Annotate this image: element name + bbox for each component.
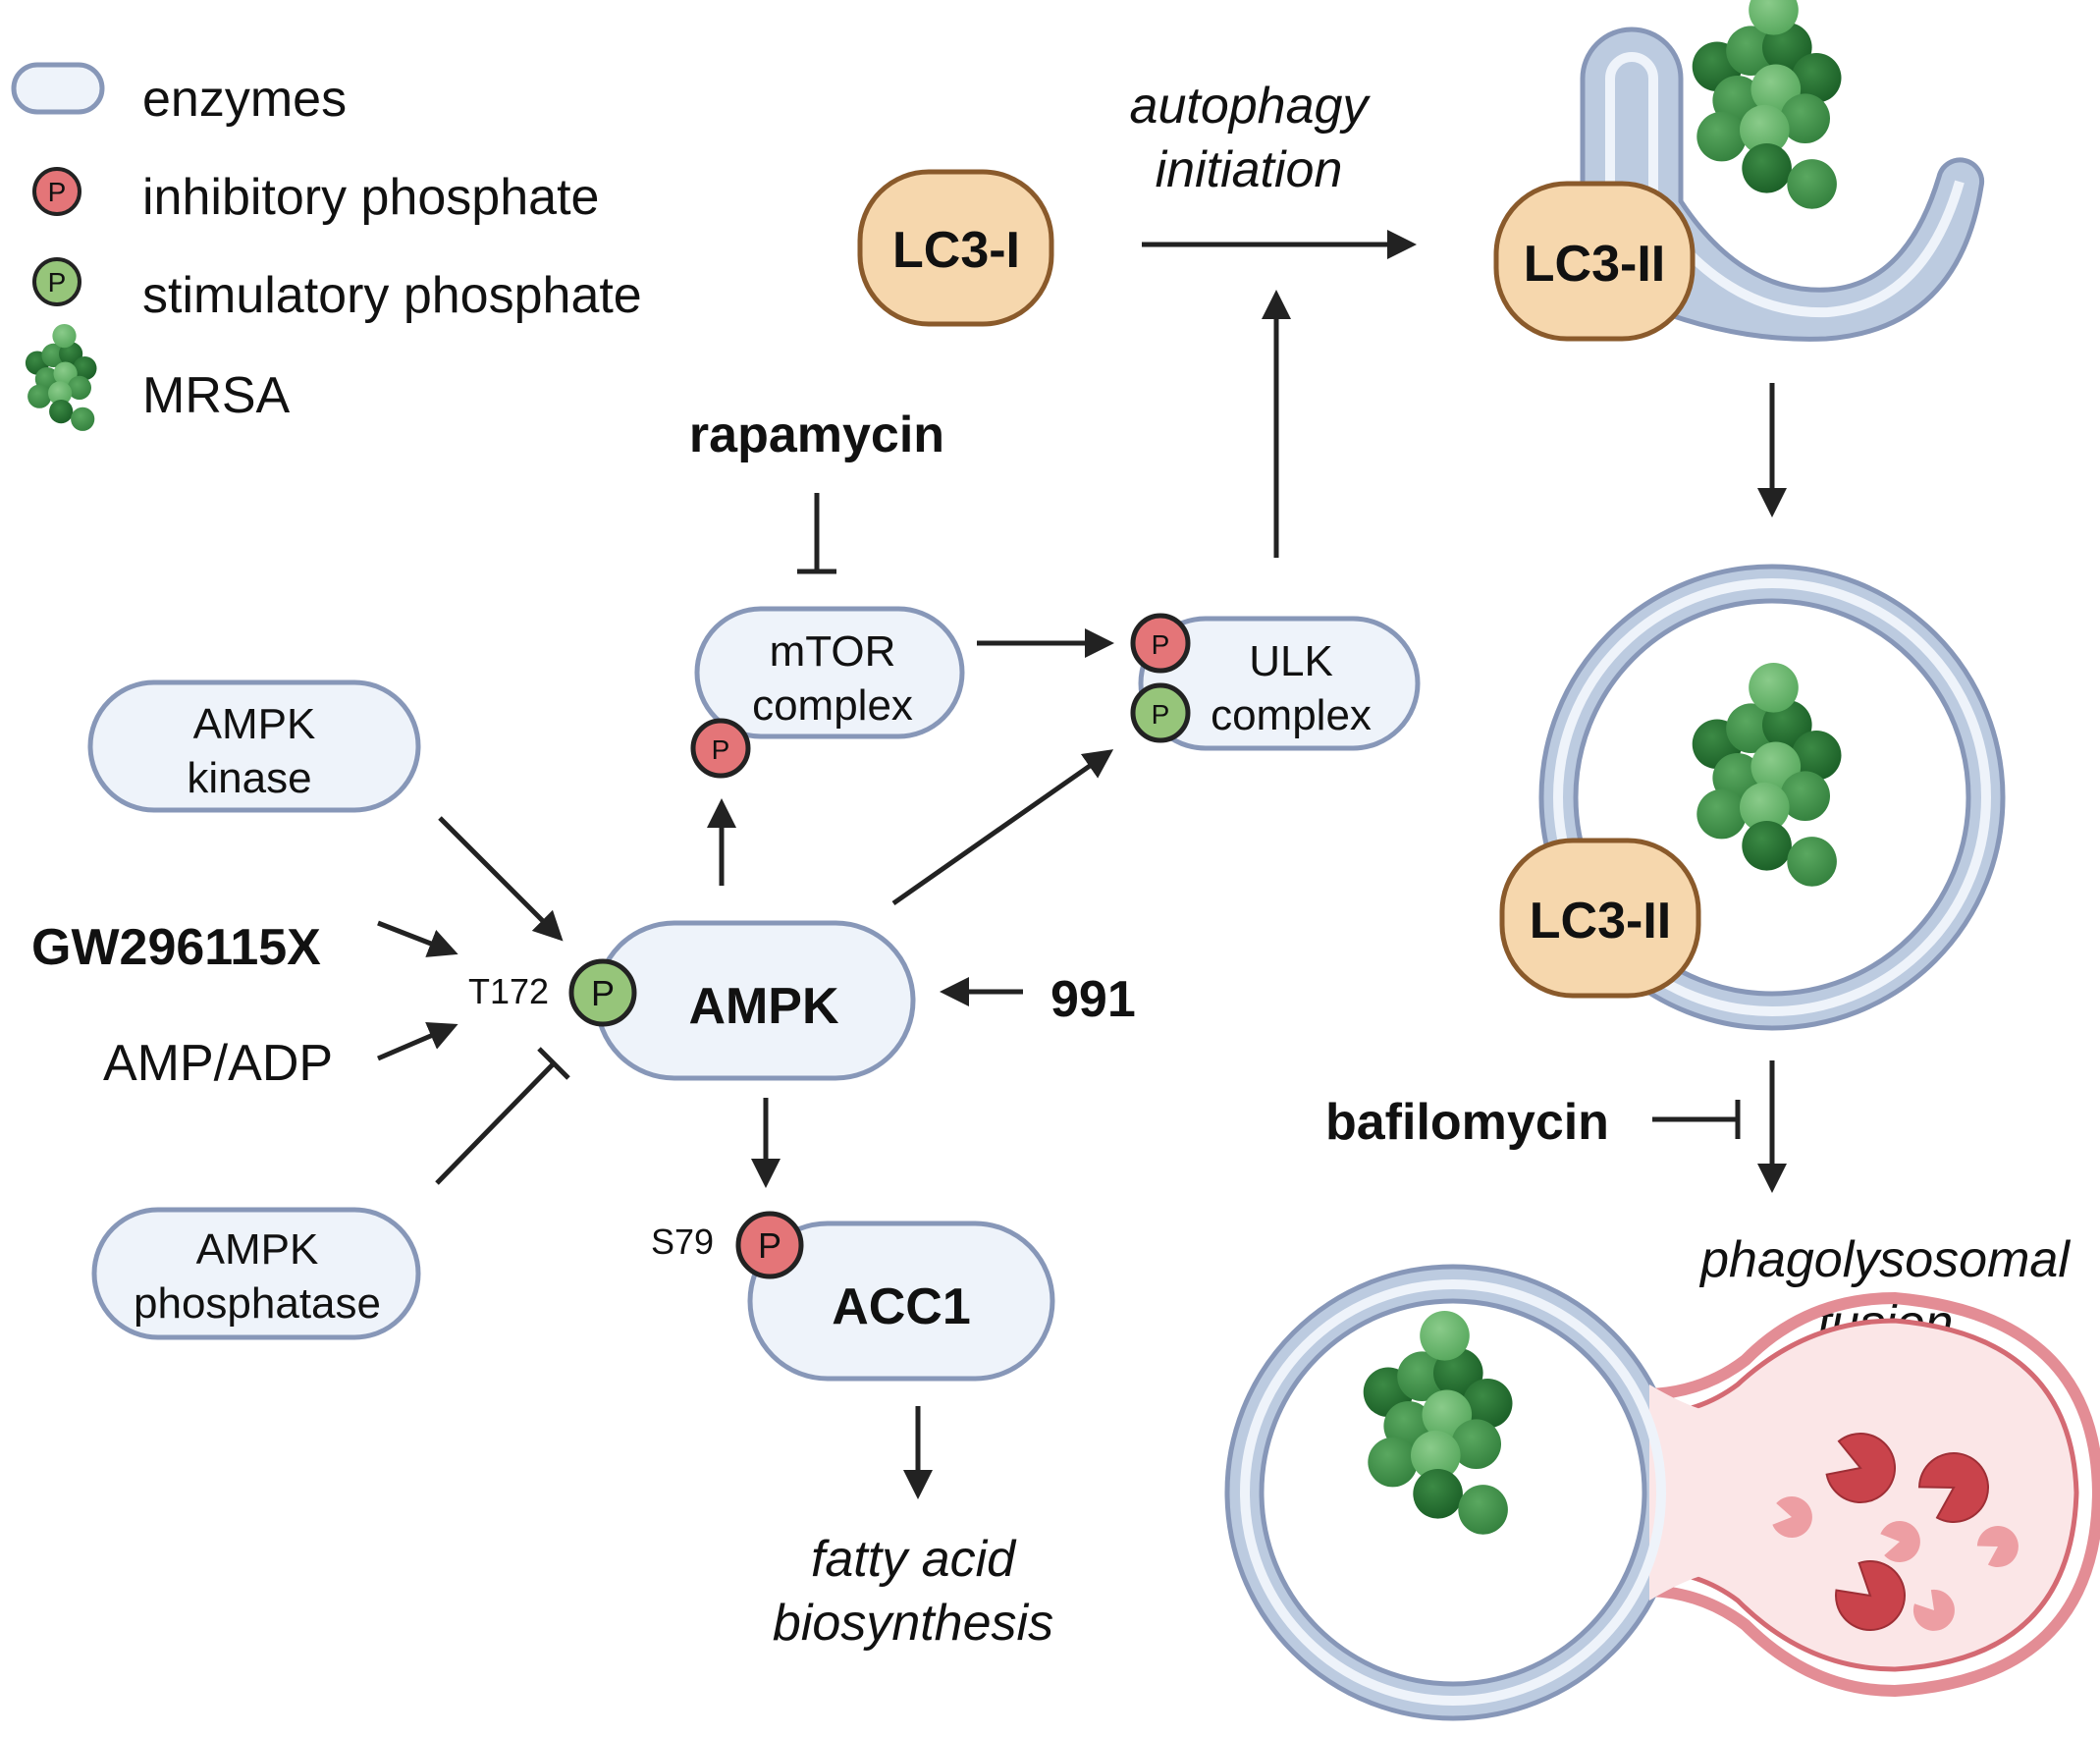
lc3-ii-mid-label: LC3-II <box>1530 893 1671 950</box>
legend: enzymes P inhibitory phosphate P stimula… <box>11 62 642 431</box>
amp-adp-label: AMP/ADP <box>103 1035 333 1092</box>
lc3-ii-top-node: LC3-II <box>1493 181 1696 342</box>
fatty-acid-label-1: fatty acid <box>811 1531 1017 1588</box>
arrows <box>377 230 1787 1499</box>
legend-enzyme-swatch <box>11 62 105 115</box>
arrow-ampk-to-ulk <box>891 749 1114 906</box>
phagolysosome <box>1224 1264 2100 1721</box>
ampk-kinase-label-2: kinase <box>187 754 311 802</box>
lc3-ii-mid-node: LC3-II <box>1499 838 1701 999</box>
ampk-label: AMPK <box>688 978 839 1035</box>
legend-inhibitory-label: inhibitory phosphate <box>142 169 599 226</box>
acc1-inhibitory-phosphate-icon <box>735 1211 804 1279</box>
ulk-complex-node: ULK complex P P <box>1130 613 1421 751</box>
mtor-label-2: complex <box>752 681 913 730</box>
ampk-stimulatory-phosphate-icon <box>568 958 637 1027</box>
acc1-phosphate-letter: P <box>758 1225 781 1266</box>
ampk-phosphatase-label-1: AMPK <box>196 1225 319 1274</box>
legend-inhibitory-phosphate-icon <box>32 167 81 216</box>
arrow-kinase-to-ampk <box>438 816 564 942</box>
acc1-node: ACC1 P S79 <box>651 1211 1055 1382</box>
mtor-phosphate-letter: P <box>712 734 730 765</box>
phagolysosomal-fusion-label-1: phagolysosomal <box>1698 1231 2071 1288</box>
inhibit-phosphatase-bar <box>537 1047 570 1080</box>
ulk-inhibitory-phosphate-letter: P <box>1152 629 1170 660</box>
arrow-gw-to-ampk <box>377 920 458 957</box>
ampk-kinase-label-1: AMPK <box>193 700 316 748</box>
ampk-kinase-node: AMPK kinase <box>87 679 421 813</box>
compound-991-label: 991 <box>1050 971 1136 1028</box>
legend-stimulatory-label: stimulatory phosphate <box>142 267 642 324</box>
s79-site-label: S79 <box>651 1221 714 1262</box>
ampk-phosphatase-node: AMPK phosphatase <box>91 1207 421 1340</box>
inhibit-phosphatase-to-ampk <box>435 1061 556 1185</box>
ulk-label-1: ULK <box>1249 637 1333 685</box>
autophagy-initiation-label-1: autophagy <box>1130 78 1372 135</box>
fatty-acid-label-2: biosynthesis <box>773 1595 1053 1652</box>
rapamycin-label: rapamycin <box>689 407 944 463</box>
lc3-i-label: LC3-I <box>892 222 1020 279</box>
ampk-phosphatase-label-2: phosphatase <box>134 1279 381 1328</box>
legend-stimulatory-phosphate-icon <box>32 257 81 306</box>
phagophore-mrsa-icon <box>1692 0 1842 209</box>
bafilomycin-label: bafilomycin <box>1325 1094 1609 1151</box>
mtor-inhibitory-phosphate-icon <box>690 718 751 779</box>
ulk-stimulatory-phosphate-letter: P <box>1152 699 1170 730</box>
legend-enzymes-label: enzymes <box>142 71 347 128</box>
ulk-label-2: complex <box>1211 691 1372 739</box>
gw296115x-label: GW296115X <box>31 919 321 976</box>
lc3-ii-top-label: LC3-II <box>1524 236 1665 293</box>
acc1-label: ACC1 <box>832 1278 971 1335</box>
legend-mrsa-icon <box>25 324 97 431</box>
legend-stimulatory-phosphate-letter: P <box>48 267 67 298</box>
t172-site-label: T172 <box>468 971 549 1011</box>
autophagy-initiation-label-2: initiation <box>1156 141 1343 198</box>
ampk-node: AMPK P T172 <box>468 920 916 1081</box>
lc3-i-node: LC3-I <box>857 169 1054 327</box>
arrow-ampadp-to-ampk <box>377 1022 458 1061</box>
ulk-inhibitory-phosphate-icon <box>1130 613 1191 674</box>
legend-mrsa-label: MRSA <box>142 367 291 424</box>
ulk-stimulatory-phosphate-icon <box>1130 682 1191 743</box>
mtor-complex-node: mTOR complex P <box>690 606 965 779</box>
mtor-label-1: mTOR <box>770 627 896 676</box>
ampk-phosphate-letter: P <box>591 973 615 1013</box>
legend-inhibitory-phosphate-letter: P <box>48 177 67 207</box>
